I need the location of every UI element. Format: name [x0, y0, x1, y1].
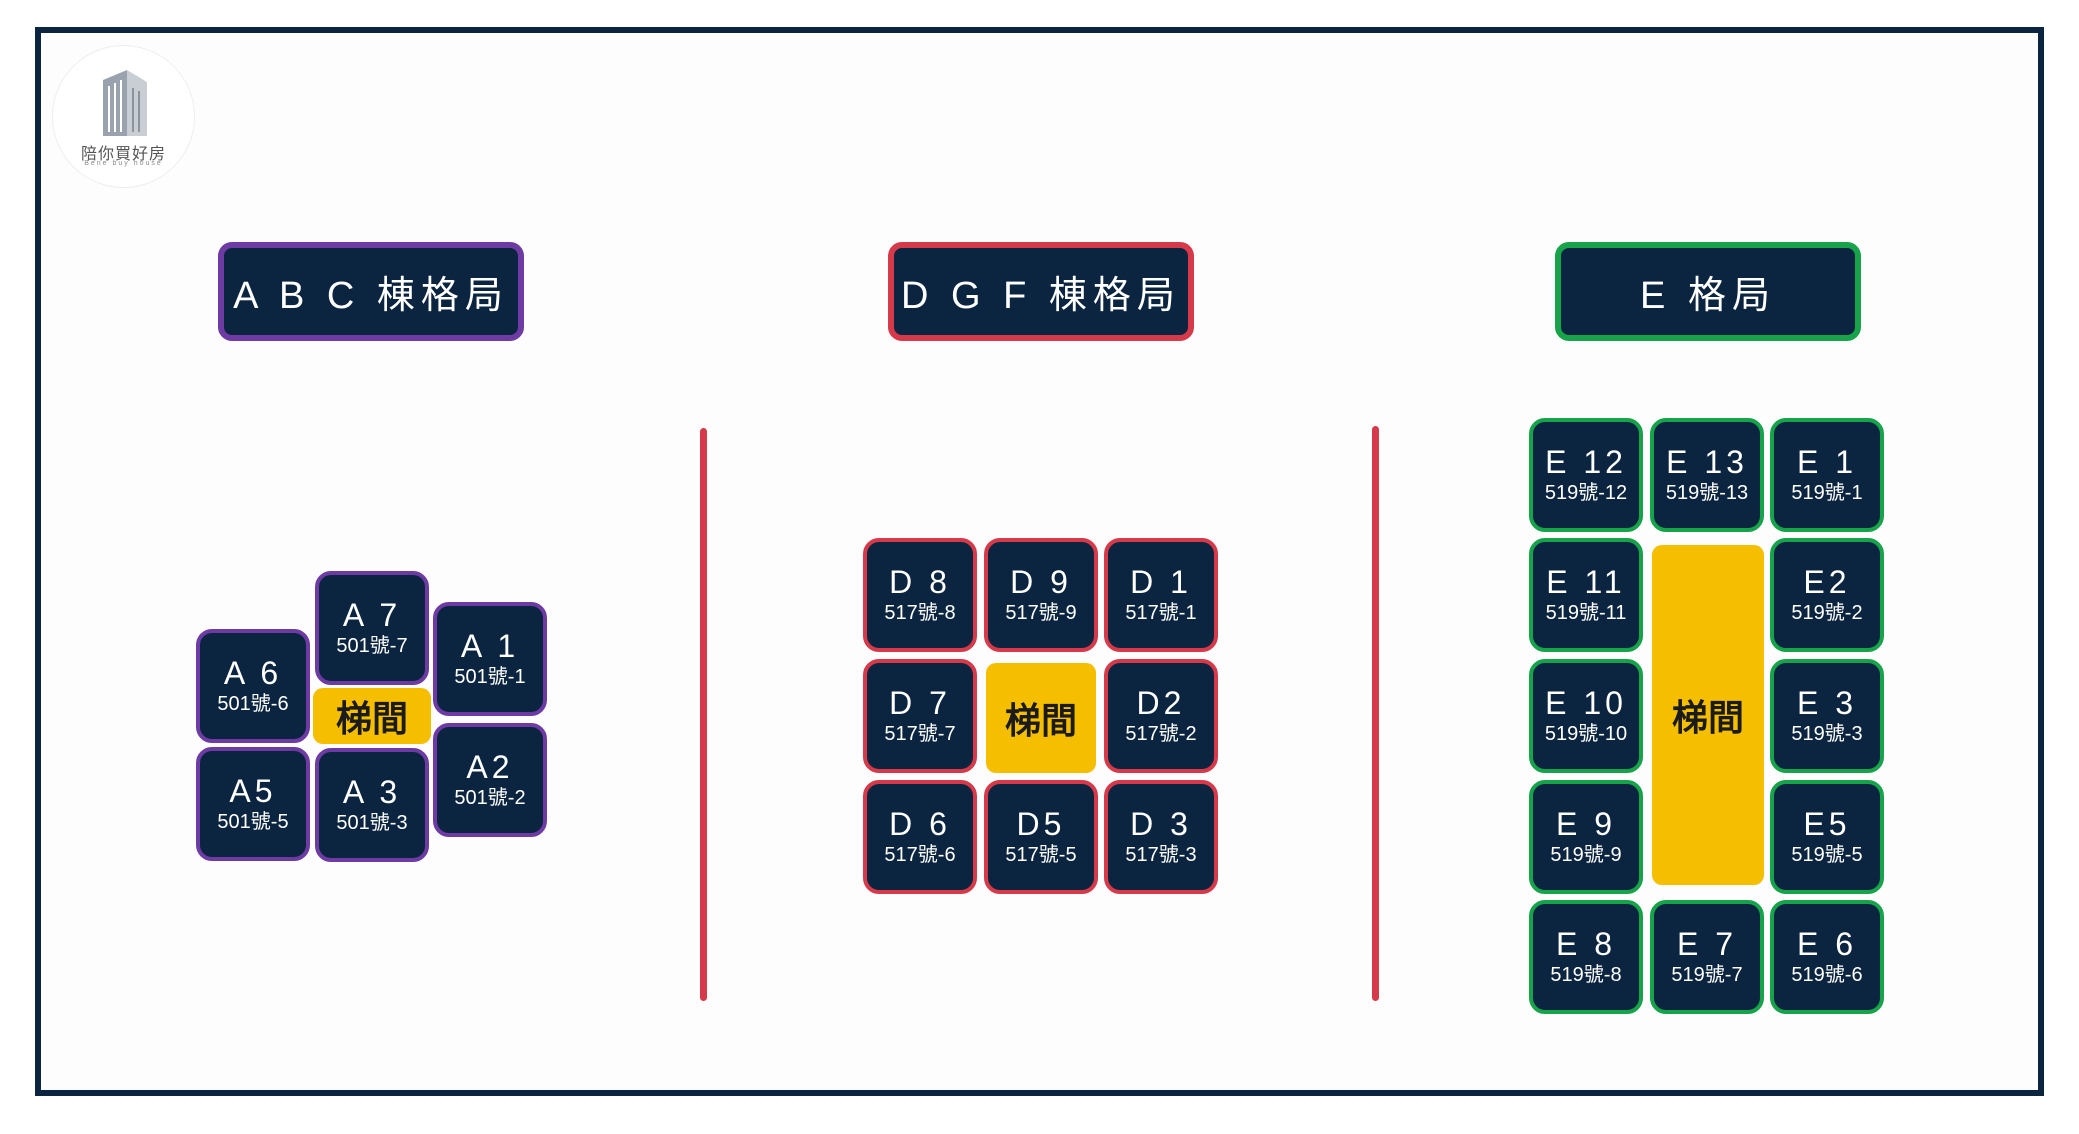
unit-a5: A5 501號-5 [196, 747, 310, 861]
logo-subtitle: Bene buy house [84, 160, 163, 167]
unit-e13: E 13 519號-13 [1650, 418, 1764, 532]
unit-d3: D 3 517號-3 [1104, 780, 1218, 894]
unit-number: 517號-7 [884, 723, 956, 745]
unit-e1: E 1 519號-1 [1770, 418, 1884, 532]
unit-name: D 9 [1010, 564, 1072, 600]
unit-d2: D2 517號-2 [1104, 659, 1218, 773]
unit-name: D 8 [889, 564, 951, 600]
unit-e5: E5 519號-5 [1770, 780, 1884, 894]
brand-logo: 陪你買好房 Bene buy house [52, 45, 195, 188]
unit-d7: D 7 517號-7 [863, 659, 977, 773]
unit-name: E 8 [1555, 926, 1617, 962]
unit-number: 519號-2 [1791, 602, 1863, 624]
unit-number: 501號-2 [454, 787, 526, 809]
unit-name: E 13 [1666, 444, 1748, 480]
unit-e11: E 11 519號-11 [1529, 538, 1643, 652]
unit-name: E 12 [1545, 444, 1627, 480]
unit-e6: E 6 519號-6 [1770, 900, 1884, 1014]
unit-number: 519號-3 [1791, 723, 1863, 745]
unit-number: 519號-12 [1544, 482, 1628, 504]
unit-name: A2 [466, 749, 514, 785]
unit-name: A 7 [342, 597, 402, 633]
unit-name: D 6 [889, 806, 951, 842]
unit-number: 501號-6 [217, 693, 289, 715]
unit-number: 517號-9 [1005, 602, 1077, 624]
unit-name: D 1 [1130, 564, 1192, 600]
unit-number: 517號-6 [884, 844, 956, 866]
unit-number: 501號-7 [336, 635, 408, 657]
building-icon [103, 70, 147, 136]
unit-name: E 10 [1545, 685, 1627, 721]
e-layout-title: E 格局 [1555, 242, 1861, 341]
unit-number: 517號-8 [884, 602, 956, 624]
unit-number: 517號-5 [1005, 844, 1077, 866]
unit-a1: A 1 501號-1 [433, 602, 547, 716]
unit-number: 501號-3 [336, 812, 408, 834]
stairwell: 梯間 [1652, 545, 1764, 885]
unit-e3: E 3 519號-3 [1770, 659, 1884, 773]
unit-name: E 7 [1676, 926, 1738, 962]
unit-a3: A 3 501號-3 [315, 748, 429, 862]
unit-a6: A 6 501號-6 [196, 629, 310, 743]
unit-e2: E2 519號-2 [1770, 538, 1884, 652]
unit-name: A5 [229, 773, 277, 809]
unit-name: D 7 [889, 685, 951, 721]
dgf-layout-title: D G F 棟格局 [888, 242, 1194, 341]
unit-d1: D 1 517號-1 [1104, 538, 1218, 652]
unit-a7: A 7 501號-7 [315, 571, 429, 685]
abc-layout-title: A B C 棟格局 [218, 242, 524, 341]
unit-name: E2 [1803, 564, 1851, 600]
unit-number: 519號-1 [1791, 482, 1863, 504]
unit-name: D 3 [1130, 806, 1192, 842]
unit-name: A 3 [342, 774, 402, 810]
unit-e10: E 10 519號-10 [1529, 659, 1643, 773]
section-divider [700, 428, 707, 1001]
unit-number: 501號-5 [217, 811, 289, 833]
unit-name: E 1 [1796, 444, 1858, 480]
unit-number: 519號-6 [1791, 964, 1863, 986]
unit-d8: D 8 517號-8 [863, 538, 977, 652]
unit-d9: D 9 517號-9 [984, 538, 1098, 652]
unit-number: 519號-10 [1544, 723, 1628, 745]
unit-name: E5 [1803, 806, 1851, 842]
unit-number: 501號-1 [454, 666, 526, 688]
unit-name: E 11 [1546, 564, 1626, 600]
unit-number: 517號-3 [1125, 844, 1197, 866]
unit-number: 519號-5 [1791, 844, 1863, 866]
unit-number: 519號-8 [1550, 964, 1622, 986]
unit-number: 519號-7 [1671, 964, 1743, 986]
unit-d5: D5 517號-5 [984, 780, 1098, 894]
unit-e12: E 12 519號-12 [1529, 418, 1643, 532]
unit-e9: E 9 519號-9 [1529, 780, 1643, 894]
unit-e8: E 8 519號-8 [1529, 900, 1643, 1014]
unit-number: 519號-9 [1550, 844, 1622, 866]
unit-d6: D 6 517號-6 [863, 780, 977, 894]
unit-name: A 6 [223, 655, 283, 691]
unit-number: 519號-11 [1545, 602, 1627, 624]
unit-a2: A2 501號-2 [433, 723, 547, 837]
stairwell: 梯間 [986, 663, 1096, 773]
unit-name: D2 [1136, 685, 1186, 721]
section-divider [1372, 426, 1379, 1001]
unit-name: D5 [1016, 806, 1066, 842]
unit-name: E 9 [1555, 806, 1617, 842]
unit-number: 519號-13 [1665, 482, 1749, 504]
unit-number: 517號-1 [1125, 602, 1197, 624]
unit-name: A 1 [460, 628, 520, 664]
unit-number: 517號-2 [1125, 723, 1197, 745]
logo-name: 陪你買好房 [80, 146, 166, 163]
stairwell: 梯間 [313, 688, 431, 744]
unit-e7: E 7 519號-7 [1650, 900, 1764, 1014]
unit-name: E 6 [1796, 926, 1858, 962]
unit-name: E 3 [1796, 685, 1858, 721]
